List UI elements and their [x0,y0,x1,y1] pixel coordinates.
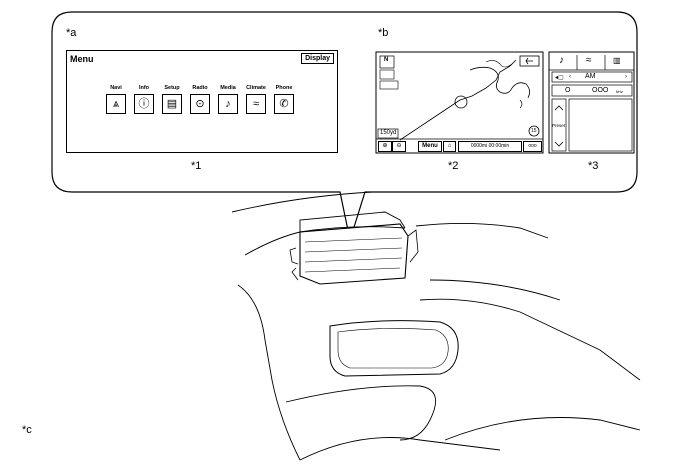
menu-item-label: Setup [164,85,180,91]
display-button[interactable]: Display [301,53,334,64]
map-menu-button[interactable]: Menu [418,141,442,152]
map-route [399,59,517,141]
preset-label[interactable]: Preset [552,123,566,128]
frequency-unit: kHz [616,89,623,94]
menu-item-label: Climate [246,85,266,91]
label-1: *1 [191,160,202,172]
map-drawing [375,51,544,154]
equalizer-tab-icon[interactable]: ▥ [613,56,621,65]
map-mode-button[interactable]: ⌂ [443,141,456,152]
menu-item-media[interactable]: Media ♪ [217,85,239,114]
menu-item-info[interactable]: Info ⓘ [133,85,155,114]
phone-icon: ✆ [279,98,289,110]
minus-icon: ⊖ [396,143,402,149]
route-status: 0000mi 00:00min [458,141,522,152]
source-icon[interactable]: ◂▢ [555,75,564,81]
compass-heading: N [384,57,389,63]
car-icon: ⌂ [447,143,452,149]
label-b: *b [378,27,389,39]
menu-item-climate[interactable]: Climate ≈ [245,85,267,114]
speed-sign [528,125,540,137]
audio-drawing [548,51,635,154]
menu-item-phone[interactable]: Phone ✆ [273,85,295,114]
band-next-icon[interactable]: › [625,74,627,80]
map-scale: 150yd [380,130,397,136]
menu-item-label: Navi [110,85,122,91]
map-river [469,66,530,99]
label-c: *c [22,424,32,436]
menu-item-label: Media [220,85,236,91]
menu-item-label: Info [138,85,150,91]
menu-item-radio[interactable]: Radio ⊙ [189,85,211,114]
station-marker: O [565,87,571,94]
setup-icon: ▤ [166,98,178,110]
zoom-out-button[interactable]: ⊖ [392,141,406,152]
menu-title: Menu [70,54,94,64]
menu-item-label: Radio [192,85,208,91]
car-position-marker [454,95,468,109]
menu-item-setup[interactable]: Setup ▤ [161,85,183,114]
menu-item-label: Phone [275,85,293,91]
frequency-value: OOO [592,87,609,94]
label-3: *3 [588,160,599,172]
audio-tab-icon[interactable]: ♪ [559,55,564,66]
label-2: *2 [448,160,459,172]
head-unit-body [299,223,409,285]
band-prev-icon[interactable]: ‹ [569,74,571,80]
speed-sign-value: 15 [531,128,537,134]
callout-bubble [51,11,638,243]
info-icon: ⓘ [138,98,150,110]
climate-icon: ≈ [252,98,260,110]
media-icon: ♪ [225,98,231,110]
climate-tab-icon[interactable]: ≈ [586,55,592,66]
dashboard-illustration [231,191,641,461]
menu-screen: Menu Display Navi ⩓ Info ⓘ Setup ▤ Radio… [66,50,338,153]
zoom-in-button[interactable]: ⊕ [378,141,392,152]
label-a: *a [66,27,77,39]
radio-icon: ⊙ [195,98,205,110]
navi-icon: ⩓ [112,98,120,110]
more-button[interactable]: ooo [523,141,542,152]
menu-item-navi[interactable]: Navi ⩓ [105,85,127,114]
band-label: AM [585,73,596,80]
plus-icon: ⊕ [382,143,388,149]
